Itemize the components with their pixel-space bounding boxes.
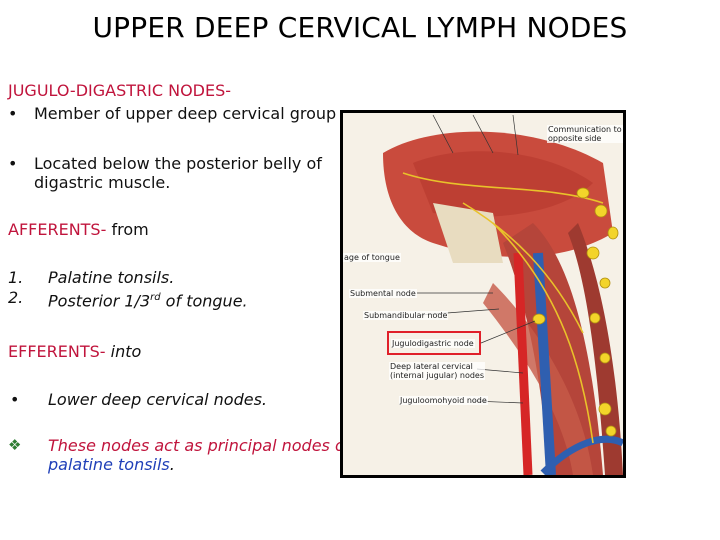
bullet-dot: • bbox=[8, 154, 18, 173]
efferents-heading: EFFERENTS- bbox=[8, 342, 106, 361]
note-line-1: These nodes act as principal nodes of bbox=[48, 436, 351, 455]
anatomy-illustration bbox=[343, 113, 623, 475]
slide-title: UPPER DEEP CERVICAL LYMPH NODES bbox=[92, 11, 628, 44]
afferents-line: AFFERENTS- from bbox=[8, 220, 149, 239]
afferent-item-1: Palatine tonsils. bbox=[48, 268, 175, 287]
jd-point-2-line-2: digastric muscle. bbox=[34, 173, 171, 192]
jugulodigastric-highlight-box bbox=[387, 331, 481, 355]
efferents-suffix: into bbox=[110, 342, 142, 361]
bullet-dot: • bbox=[10, 390, 20, 409]
efferents-line: EFFERENTS- into bbox=[8, 342, 141, 361]
afferent-number-2: 2. bbox=[8, 288, 24, 307]
superscript: rd bbox=[150, 292, 161, 303]
jd-point-2-line-1: Located below the posterior belly of bbox=[34, 154, 322, 173]
bullet-dot: • bbox=[8, 104, 18, 123]
note-line-2: palatine tonsils. bbox=[48, 455, 175, 474]
label-jugulodigastric: Jugulodigastric node bbox=[391, 339, 475, 348]
note-highlight: palatine tonsils bbox=[48, 455, 170, 474]
label-tongue: age of tongue bbox=[343, 253, 401, 262]
label-submandibular: Submandibular node bbox=[363, 311, 449, 320]
diamond-bullet-icon: ❖ bbox=[8, 436, 22, 454]
afferent-number-1: 1. bbox=[8, 268, 24, 287]
jd-heading: JUGULO-DIGASTRIC NODES- bbox=[8, 81, 232, 100]
jd-point-1: Member of upper deep cervical group bbox=[34, 104, 337, 123]
label-deep-lateral: Deep lateral cervical(internal jugular) … bbox=[389, 362, 486, 380]
label-submental: Submental node bbox=[349, 289, 417, 298]
efferent-point: Lower deep cervical nodes. bbox=[48, 390, 267, 409]
afferents-heading: AFFERENTS- bbox=[8, 220, 107, 239]
afferent-item-2: Posterior 1/3rd of tongue. bbox=[48, 291, 248, 311]
afferents-suffix: from bbox=[111, 220, 149, 239]
label-jugulo-omohyoid: Juguloomohyoid node bbox=[399, 396, 488, 405]
